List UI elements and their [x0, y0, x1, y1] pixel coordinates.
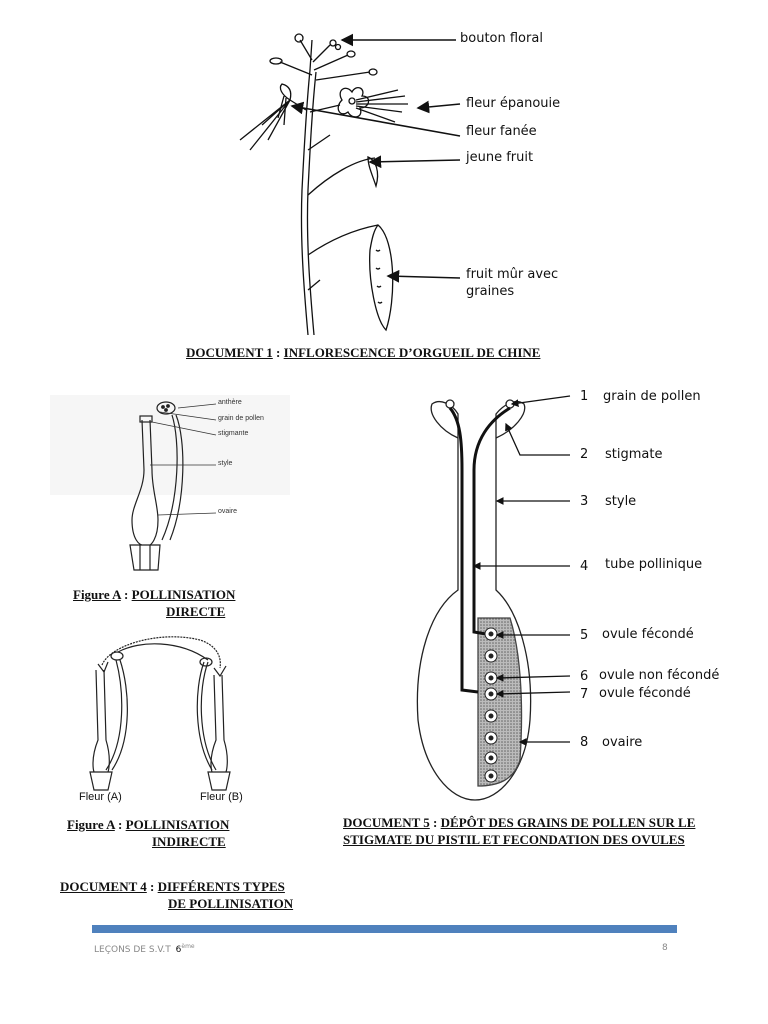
document-5-title-2: STIGMATE DU PISTIL ET FECONDATION DES OV… [343, 832, 685, 847]
footer-divider [92, 925, 677, 933]
label-jeune-fruit: jeune fruit [466, 150, 534, 165]
label-fruit-mur-graines: graines [466, 284, 515, 299]
doc5-num-6: 6 [580, 669, 589, 684]
inflorescence-drawing [239, 33, 408, 336]
doc5-label-grain-de-pollen: grain de pollen [603, 389, 701, 404]
document-4-title-1: DIFFÉRENTS TYPES [157, 879, 285, 894]
figure-a-direct-title-1: POLLINISATION [131, 587, 236, 602]
doc5-num-8: 8 [580, 735, 589, 750]
label-fleur-epanouie: fleur épanouie [466, 96, 561, 111]
page-number: 8 [662, 943, 668, 953]
figure-a-indirect-caption: Figure A : POLLINISATION [67, 817, 229, 833]
label-anthere: anthère [218, 399, 242, 406]
document-5-prefix: DOCUMENT 5 [343, 815, 430, 830]
document-4-title-2: DE POLLINISATION [168, 896, 294, 911]
pistil-fecundation-drawing [416, 399, 532, 801]
doc5-label-tube-pollinique: tube pollinique [605, 557, 703, 572]
footer-grade: 6 [175, 945, 182, 955]
label-grain-de-pollen: grain de pollen [218, 415, 264, 422]
figure-a-direct-prefix: Figure A [73, 587, 121, 602]
figure-a-indirect-title-2: INDIRECTE [152, 834, 226, 849]
doc5-label-ovule-feconde-2: ovule fécondé [599, 686, 691, 701]
document-1-sep: : [272, 345, 284, 360]
doc5-label-ovaire: ovaire [602, 735, 643, 750]
footer-left: LEÇONS DE S.V.T 6ème [94, 943, 195, 955]
document-4-caption: DOCUMENT 4 : DIFFÉRENTS TYPES [60, 879, 285, 895]
document-1-title: INFLORESCENCE D’ORGUEIL DE CHINE [283, 345, 541, 360]
figure-a-indirect-sep: : [114, 817, 126, 832]
label-fleur-a: Fleur (A) [79, 791, 122, 803]
doc5-num-5: 5 [580, 628, 589, 643]
doc5-num-4: 4 [580, 559, 589, 574]
doc5-num-3: 3 [580, 494, 589, 509]
doc5-num-2: 2 [580, 447, 589, 462]
doc5-label-style: style [605, 494, 637, 509]
document-4-prefix: DOCUMENT 4 [60, 879, 147, 894]
label-style-small: style [218, 460, 233, 467]
doc5-label-stigmate: stigmate [605, 447, 663, 462]
figure-a-direct-caption: Figure A : POLLINISATION [73, 587, 235, 603]
label-bouton-floral: bouton floral [460, 31, 543, 46]
direct-pollination-drawing [50, 395, 290, 571]
document-5-sep: : [429, 815, 441, 830]
footer-grade-sup: ème [181, 943, 195, 950]
label-ovaire-small: ovaire [218, 508, 238, 515]
document-4-sep: : [146, 879, 158, 894]
figure-a-indirect-title-1: POLLINISATION [125, 817, 230, 832]
label-fleur-fanee: fleur fanée [466, 124, 537, 139]
doc5-label-ovule-non-feconde: ovule non fécondé [599, 668, 720, 683]
footer-course: LEÇONS DE S.V.T [94, 945, 171, 955]
label-fleur-b: Fleur (B) [200, 791, 243, 803]
figure-a-direct-title-2: DIRECTE [166, 604, 226, 619]
doc5-num-1: 1 [580, 389, 589, 404]
document-5-title-1: DÉPÔT DES GRAINS DE POLLEN SUR LE [440, 815, 696, 830]
label-stigmante: stigmante [218, 430, 249, 437]
document-1-prefix: DOCUMENT 1 [186, 345, 273, 360]
document-5-caption: DOCUMENT 5 : DÉPÔT DES GRAINS DE POLLEN … [343, 815, 695, 831]
document-1-caption: DOCUMENT 1 : INFLORESCENCE D’ORGUEIL DE … [186, 345, 540, 361]
label-fruit-mur: fruit mûr avec [466, 267, 559, 282]
doc5-num-7: 7 [580, 687, 589, 702]
indirect-pollination-drawing [89, 636, 231, 791]
figure-a-indirect-prefix: Figure A [67, 817, 115, 832]
doc5-label-ovule-feconde-1: ovule fécondé [602, 627, 694, 642]
figure-a-direct-sep: : [120, 587, 132, 602]
